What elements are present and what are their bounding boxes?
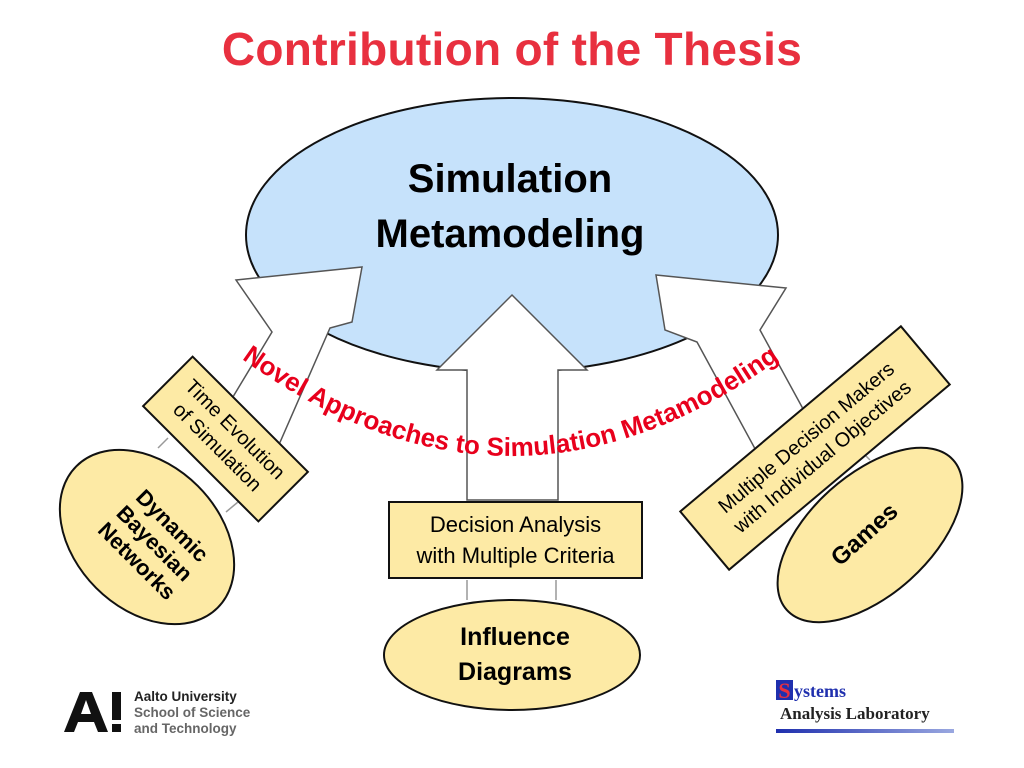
decision-analysis-line2: with Multiple Criteria (416, 543, 615, 568)
decision-analysis-box: Decision Analysis with Multiple Criteria (388, 501, 643, 579)
center-label-line2: Metamodeling (375, 212, 645, 256)
center-label-line1: Simulation (407, 157, 613, 201)
center-arrow (435, 293, 589, 501)
aalto-line2: School of Science (134, 705, 251, 720)
decision-analysis-line1: Decision Analysis (429, 512, 602, 537)
aalto-line1: Aalto University (134, 689, 237, 704)
influence-line2: Diagrams (458, 658, 572, 686)
aalto-line3: and Technology (134, 721, 237, 736)
influence-line1: Influence (460, 623, 570, 651)
sal-word2: Analysis Laboratory (780, 704, 930, 723)
sal-logo: S ystems Analysis Laboratory (776, 676, 956, 738)
sal-letter: S (776, 680, 793, 702)
aalto-text: Aalto University School of Science and T… (134, 689, 250, 737)
dbn-oval (58, 448, 236, 626)
center-label: Simulation Metamodeling (330, 152, 690, 262)
influence-oval (383, 599, 641, 711)
games-oval (776, 446, 964, 624)
slide-title: Contribution of the Thesis (221, 23, 803, 75)
influence-label: Influence Diagrams (410, 620, 620, 690)
sal-word1: ystems (794, 681, 846, 701)
aalto-logo-icon (64, 692, 121, 732)
sal-underline (776, 729, 954, 733)
